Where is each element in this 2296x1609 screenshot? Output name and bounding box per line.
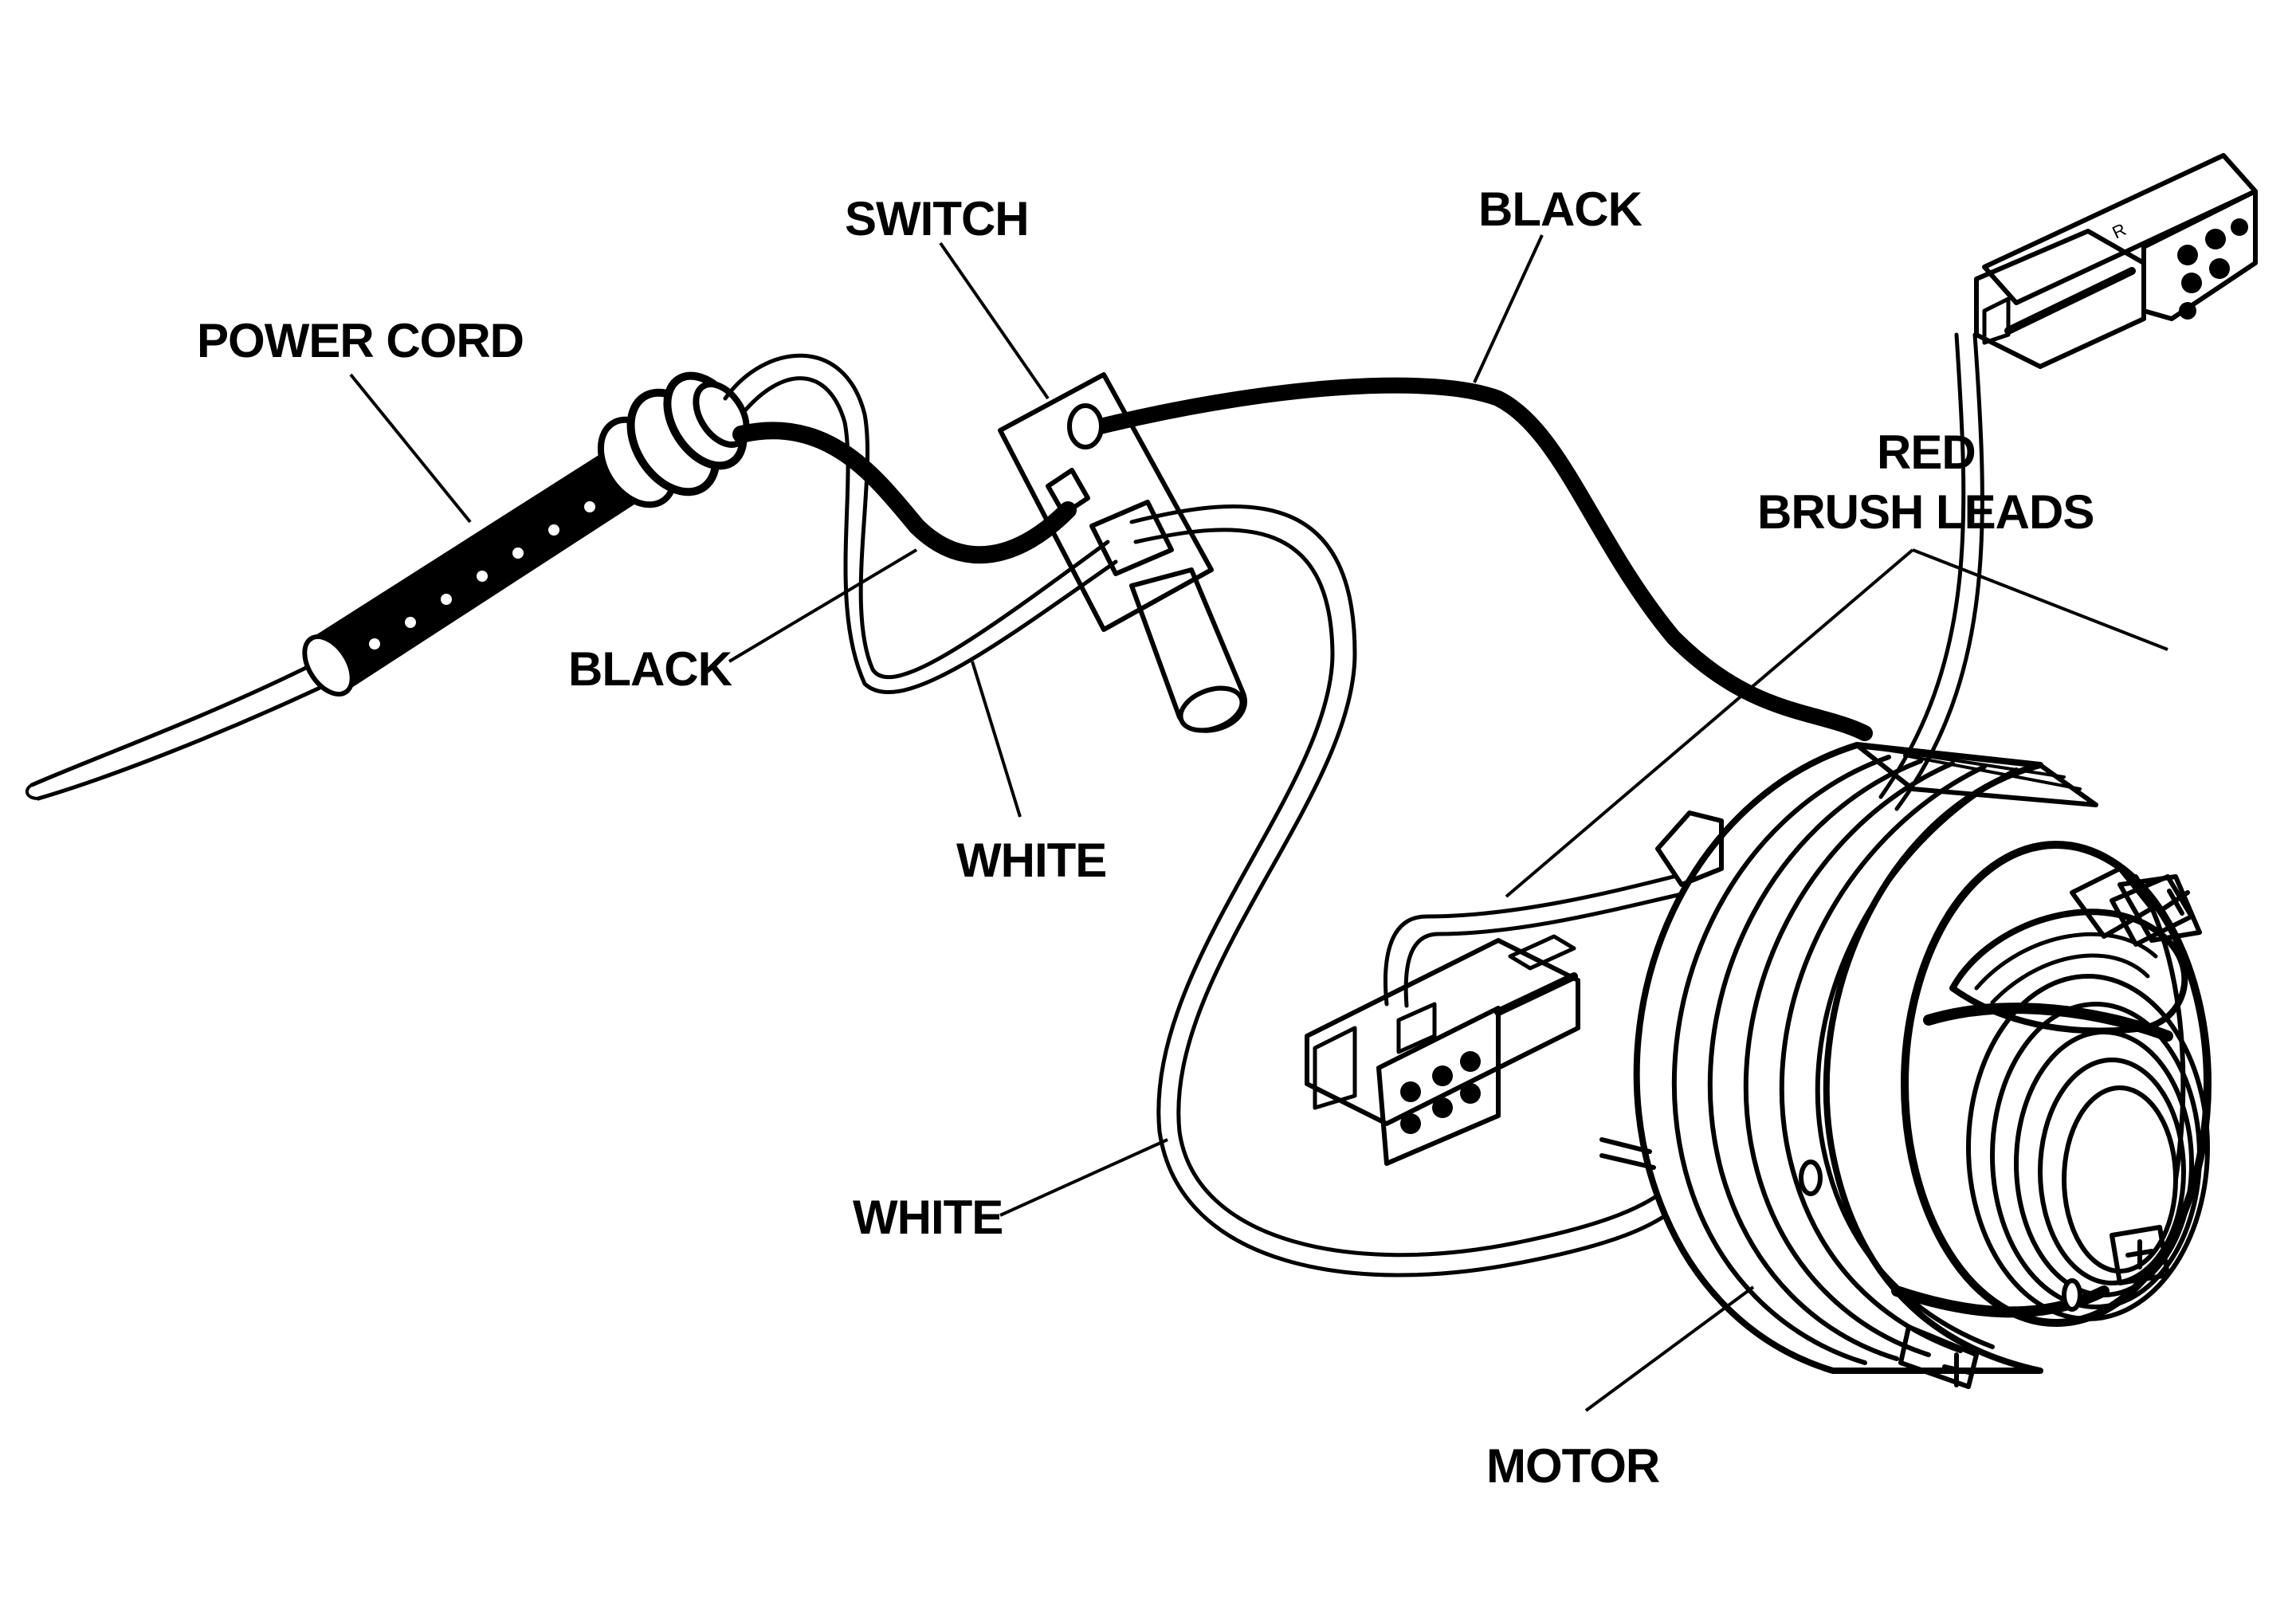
label-motor: MOTOR — [1486, 1439, 1660, 1493]
white-wire-loop — [723, 353, 1110, 680]
red-brush-lead-left — [1383, 874, 1676, 1007]
brush-lead-connector-top: R — [1974, 153, 2258, 369]
leader-red-brush-left — [1505, 548, 1914, 898]
label-white-lower: WHITE — [853, 1191, 1003, 1244]
leader-lines — [349, 234, 2168, 1412]
label-white-upper: WHITE — [956, 834, 1106, 887]
black-wire-cord — [732, 422, 1077, 564]
black-wire-motor — [1076, 377, 1873, 741]
switch-illustration — [998, 372, 1247, 733]
label-black-top: BLACK — [1478, 182, 1643, 236]
leader-switch — [939, 241, 1050, 400]
power-cord-illustration — [25, 371, 750, 801]
label-power-cord: POWER CORD — [197, 314, 524, 367]
labels: POWER CORD SWITCH BLACK RED BRUSH LEADS … — [197, 182, 2094, 1493]
label-red: RED — [1877, 426, 1976, 479]
leader-black-top — [1473, 234, 1544, 383]
label-switch: SWITCH — [845, 192, 1029, 245]
brush-lead-connector-bottom — [1305, 934, 1580, 1166]
leader-power-cord — [349, 373, 472, 524]
red-brush-lead-right — [1878, 332, 1966, 799]
leader-motor — [1584, 1285, 1755, 1412]
leader-black-left — [728, 548, 918, 663]
svg-text:R: R — [2110, 219, 2129, 242]
white-wire-motor — [1129, 504, 1660, 1258]
label-brush-leads: BRUSH LEADS — [1757, 485, 2094, 539]
motor-stator-illustration — [1599, 742, 2212, 1389]
leader-red-brush-right — [1912, 548, 2168, 651]
wires — [723, 332, 1984, 1277]
leader-white-lower — [999, 1138, 1168, 1217]
label-black-left: BLACK — [568, 642, 732, 696]
leader-white-upper — [971, 661, 1022, 818]
